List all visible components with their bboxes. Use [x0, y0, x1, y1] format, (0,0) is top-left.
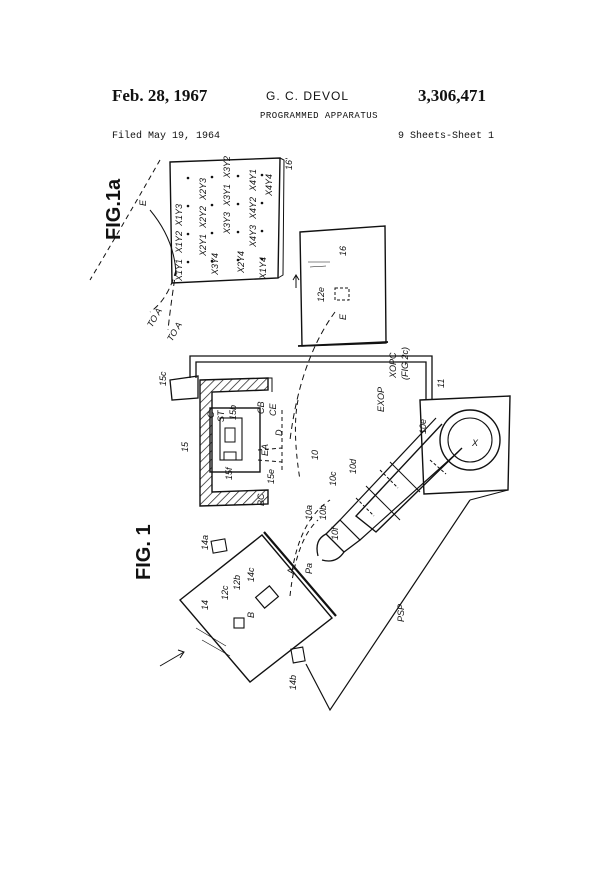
grid-cell: X2Y4	[236, 251, 246, 274]
sheet-count: 9 Sheets-Sheet 1	[398, 131, 495, 142]
fig1-label: FIG. 1	[133, 524, 155, 580]
ref-14: 14	[200, 600, 210, 610]
ref-11: 11	[436, 379, 446, 388]
ref-10: 10	[310, 450, 320, 460]
ref-exop: EXOP	[376, 387, 386, 412]
panel-16	[289, 225, 389, 441]
patent-number: 3,306,471	[418, 86, 486, 105]
grid-cell: X3Y2	[222, 156, 232, 179]
grid-cell: X3Y4	[210, 253, 220, 276]
ref-10e: 10e	[418, 419, 428, 434]
robot-arm	[316, 395, 511, 562]
ref-fig2c: (FIG 2c)	[400, 347, 410, 380]
ref-15b: 15b	[228, 405, 238, 420]
ref-14b: 14b	[288, 675, 298, 690]
filed-date: Filed May 19, 1964	[112, 131, 221, 142]
ref-12e: 12e	[316, 287, 326, 302]
patent-date: Feb. 28, 1967	[112, 86, 208, 105]
grid-cell: X2Y3	[198, 178, 208, 201]
grid-cell: X1Y2	[174, 231, 184, 254]
grid-cell: X2Y1	[198, 234, 208, 257]
e-label: E	[138, 199, 148, 206]
ref-bc: BC	[256, 493, 266, 506]
ref-a: A	[286, 568, 296, 575]
ref-15c: 15c	[158, 371, 168, 386]
ref-xopc: XOPC	[388, 352, 398, 379]
control-cables	[169, 355, 433, 401]
ref-10a: 10a	[304, 505, 314, 520]
ref-10c: 10c	[328, 471, 338, 486]
station-15	[199, 377, 301, 507]
ref-ea: EA	[260, 444, 270, 456]
ref-10d: 10d	[348, 458, 358, 474]
ref-b: B	[246, 612, 256, 618]
grid-cell: X2Y2	[198, 206, 208, 229]
ref-12c: 12c	[220, 585, 230, 600]
panel-14	[159, 499, 337, 683]
ref-10b: 10b	[318, 505, 328, 520]
inventor-name: G. C. DEVOL	[266, 89, 350, 103]
grid-cell: X1Y4	[258, 257, 268, 280]
grid-cell: X4Y2	[248, 197, 258, 220]
to-a-label: TO A	[165, 320, 184, 343]
grid-panel-label: 16'	[284, 158, 294, 170]
grid-panel	[89, 157, 285, 331]
ref-st: ST	[216, 409, 226, 422]
ref-ce: CE	[268, 403, 278, 416]
ref-15: 15	[180, 441, 190, 452]
ref-x: X	[471, 438, 479, 448]
grid-cell: X4Y3	[248, 225, 258, 248]
ref-c: C	[206, 411, 216, 418]
ref-15f: 15f	[224, 466, 234, 480]
patent-title: PROGRAMMED APPARATUS	[260, 111, 379, 121]
ref-12b: 12b	[232, 575, 242, 590]
ref-15e: 15e	[266, 469, 276, 484]
grid-cell: X3Y3	[222, 212, 232, 235]
ref-cb: CB	[256, 401, 266, 414]
ref-pa: Pa	[304, 563, 314, 574]
fig1a-label: FIG.1a	[103, 178, 125, 240]
panel16-label: 16	[338, 246, 348, 256]
to-a-label: TO A	[145, 306, 164, 329]
grid-cell: X4Y1	[248, 169, 258, 192]
psp-cable	[305, 499, 471, 712]
e-label: E	[338, 313, 348, 320]
grid-cell: X4Y4	[264, 174, 274, 197]
ref-10f: 10f	[330, 526, 340, 540]
grid-cell: X1Y3	[174, 204, 184, 227]
ref-psp: PSP	[396, 604, 406, 622]
ref-14c: 14c	[246, 567, 256, 582]
ref-14a: 14a	[200, 535, 210, 550]
grid-dots	[186, 173, 264, 264]
grid-cell: X1Y1	[174, 259, 184, 282]
ref-d: D	[274, 429, 284, 436]
grid-cell: X3Y1	[222, 184, 232, 207]
